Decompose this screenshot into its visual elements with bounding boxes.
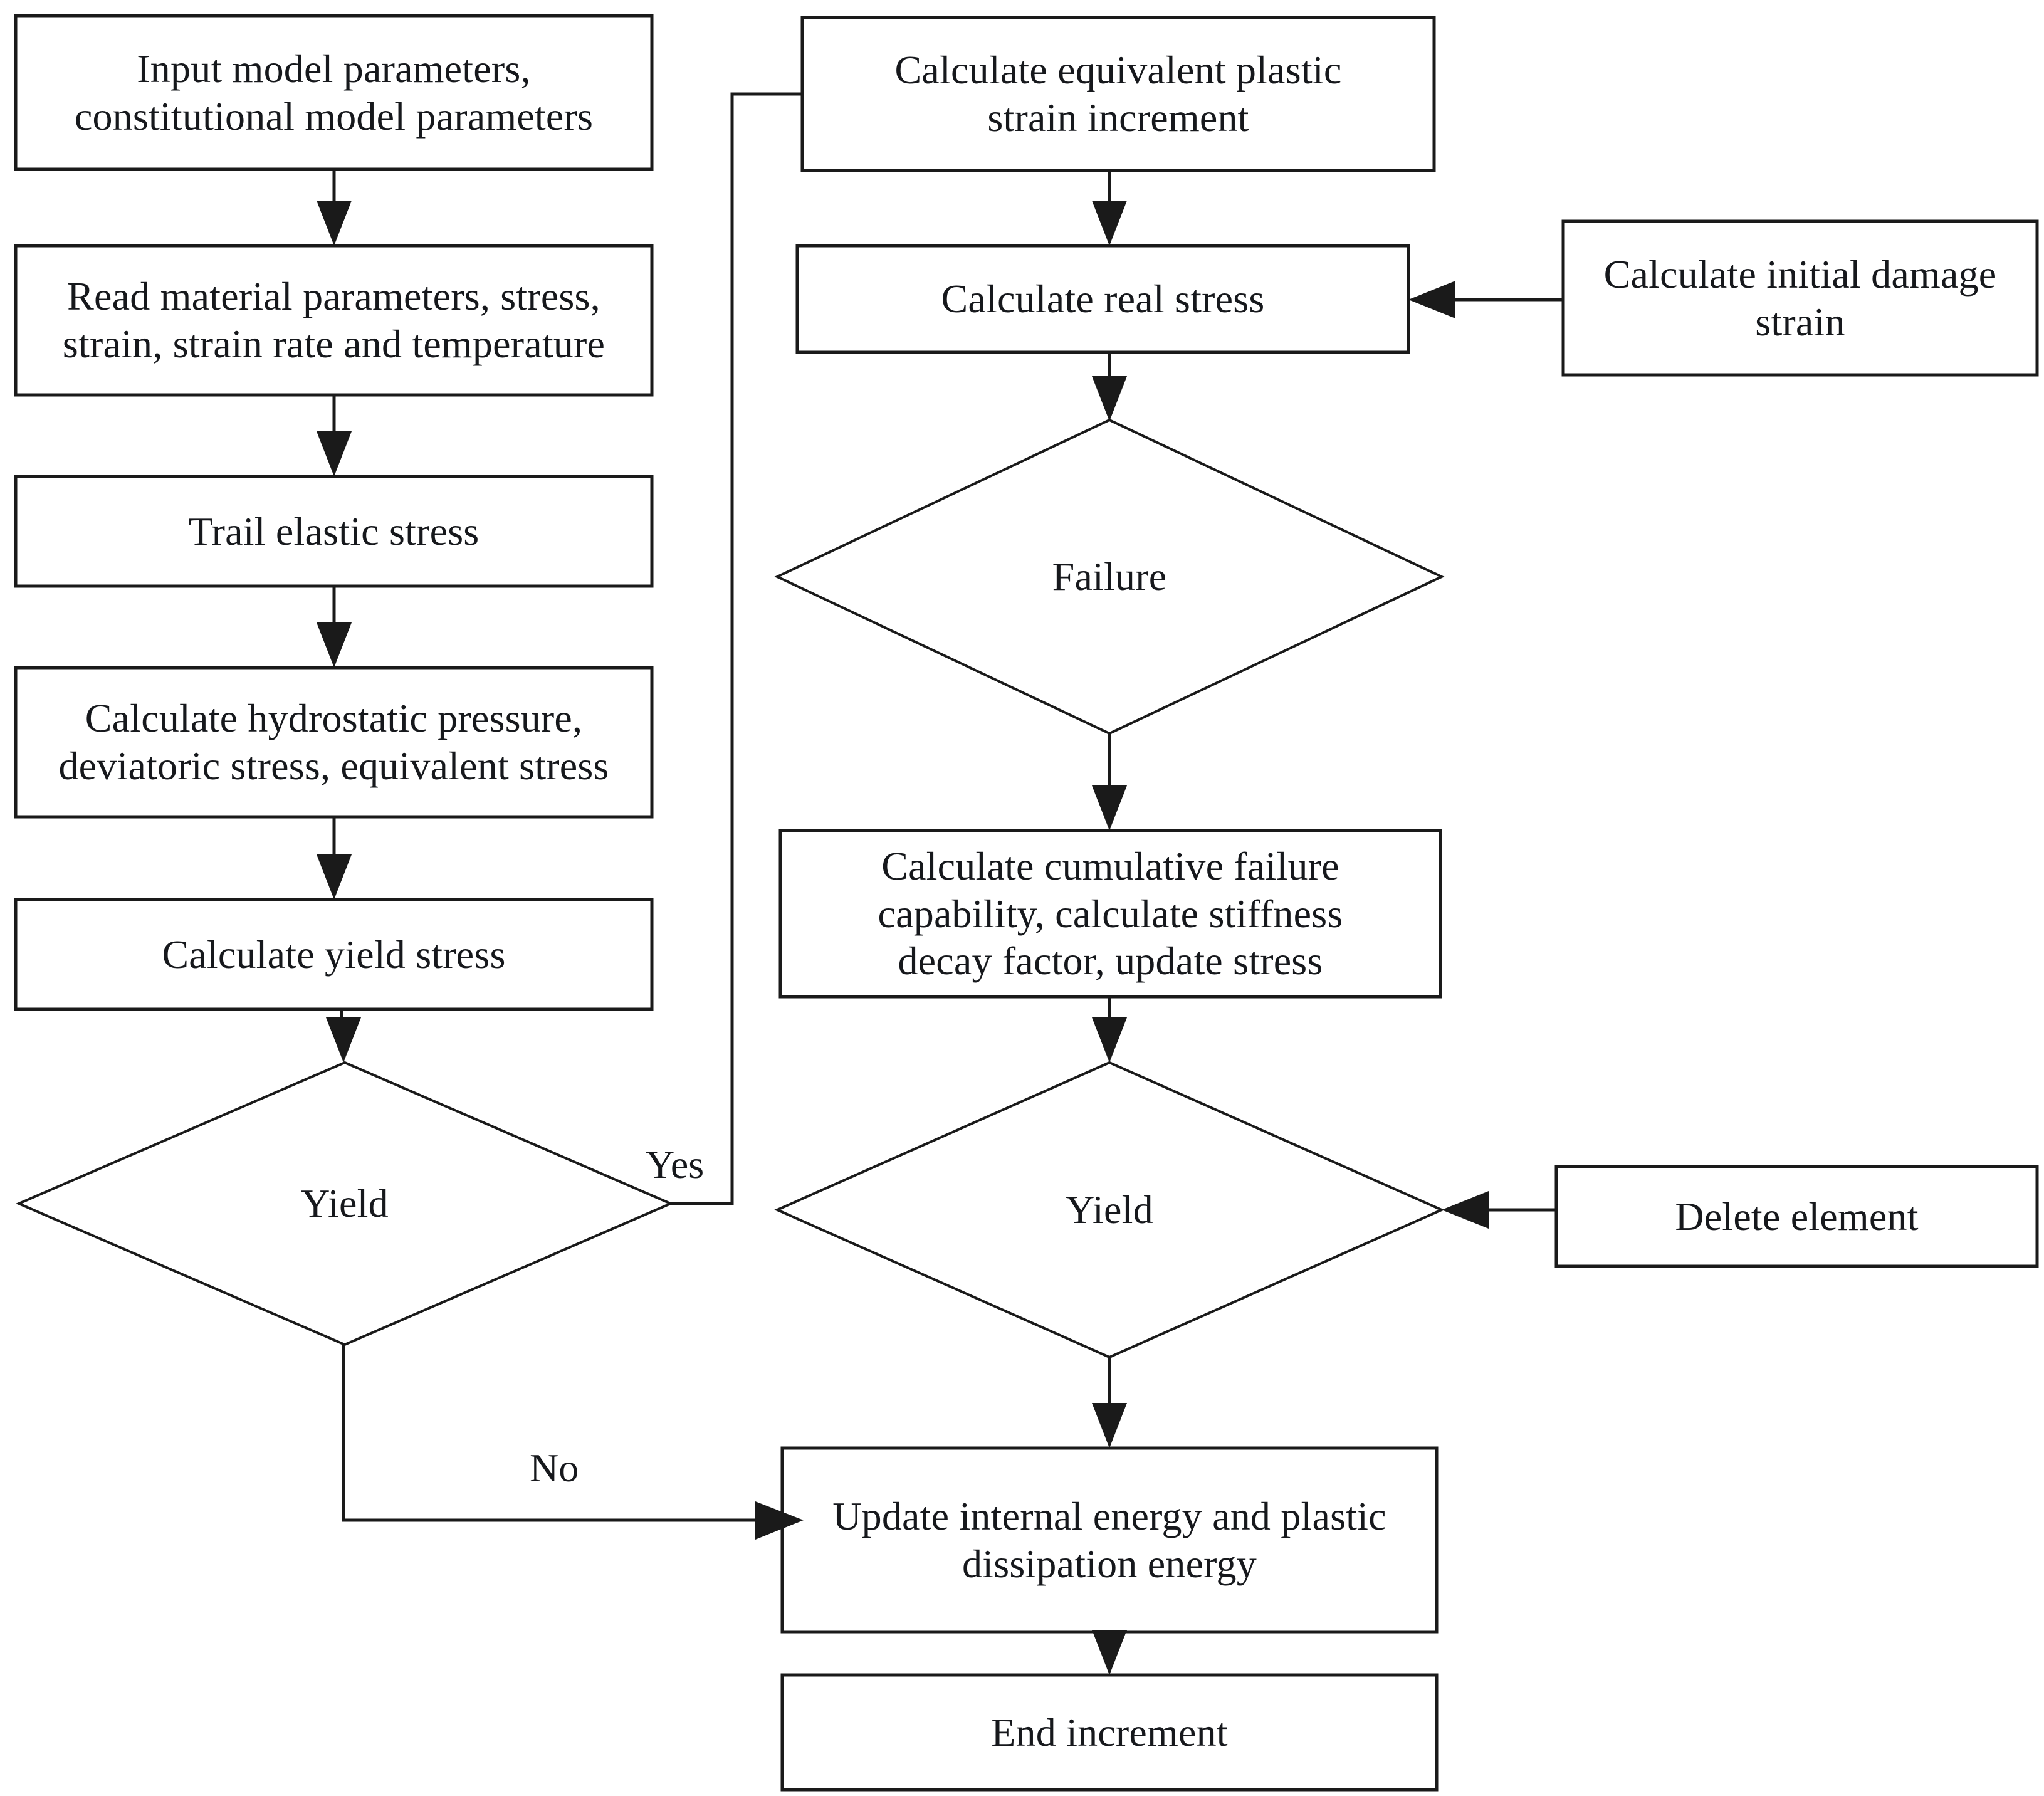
node-failure-decision[interactable] <box>774 418 1445 735</box>
node-delete-element[interactable] <box>1554 1165 2039 1268</box>
edge-yield-right-to-update-energy <box>1092 1357 1127 1448</box>
node-trail-elastic-stress[interactable] <box>14 475 654 588</box>
edge-update-energy-to-end <box>1092 1630 1127 1675</box>
node-calculate-hydrostatic-pressure[interactable] <box>14 666 654 819</box>
node-read-material-parameters[interactable] <box>14 244 654 397</box>
node-yield-decision-left[interactable] <box>15 1061 674 1347</box>
node-update-internal-energy[interactable] <box>780 1446 1439 1634</box>
edge-plastic-strain-to-real-stress <box>1092 171 1127 246</box>
node-calculate-equivalent-plastic-strain-increment[interactable] <box>800 16 1436 172</box>
edge-yield-yes-to-plastic-strain <box>671 92 802 1205</box>
edge-input-to-read <box>317 169 352 246</box>
node-input-model-parameters[interactable] <box>14 14 654 171</box>
edge-yield-no-to-update-energy <box>342 1345 804 1540</box>
node-end-increment[interactable] <box>780 1673 1439 1792</box>
edge-yieldstress-to-yielddecision <box>326 1009 361 1063</box>
edge-hydrostatic-to-yieldstress <box>317 817 352 900</box>
edge-failure-to-cumulative <box>1092 733 1127 831</box>
edge-damage-strain-to-real-stress <box>1408 281 1563 318</box>
edge-read-to-trail <box>317 395 352 476</box>
edge-delete-element-to-yield-right <box>1442 1191 1556 1229</box>
node-yield-decision-right[interactable] <box>774 1061 1445 1359</box>
edge-cumulative-to-yield-right <box>1092 997 1127 1063</box>
edge-trail-to-hydrostatic <box>317 586 352 668</box>
edge-real-stress-to-failure <box>1092 352 1127 421</box>
node-calculate-yield-stress[interactable] <box>14 898 654 1011</box>
node-calculate-cumulative-failure[interactable] <box>778 829 1442 999</box>
node-calculate-real-stress[interactable] <box>795 244 1410 354</box>
node-calculate-initial-damage-strain[interactable] <box>1561 219 2039 377</box>
